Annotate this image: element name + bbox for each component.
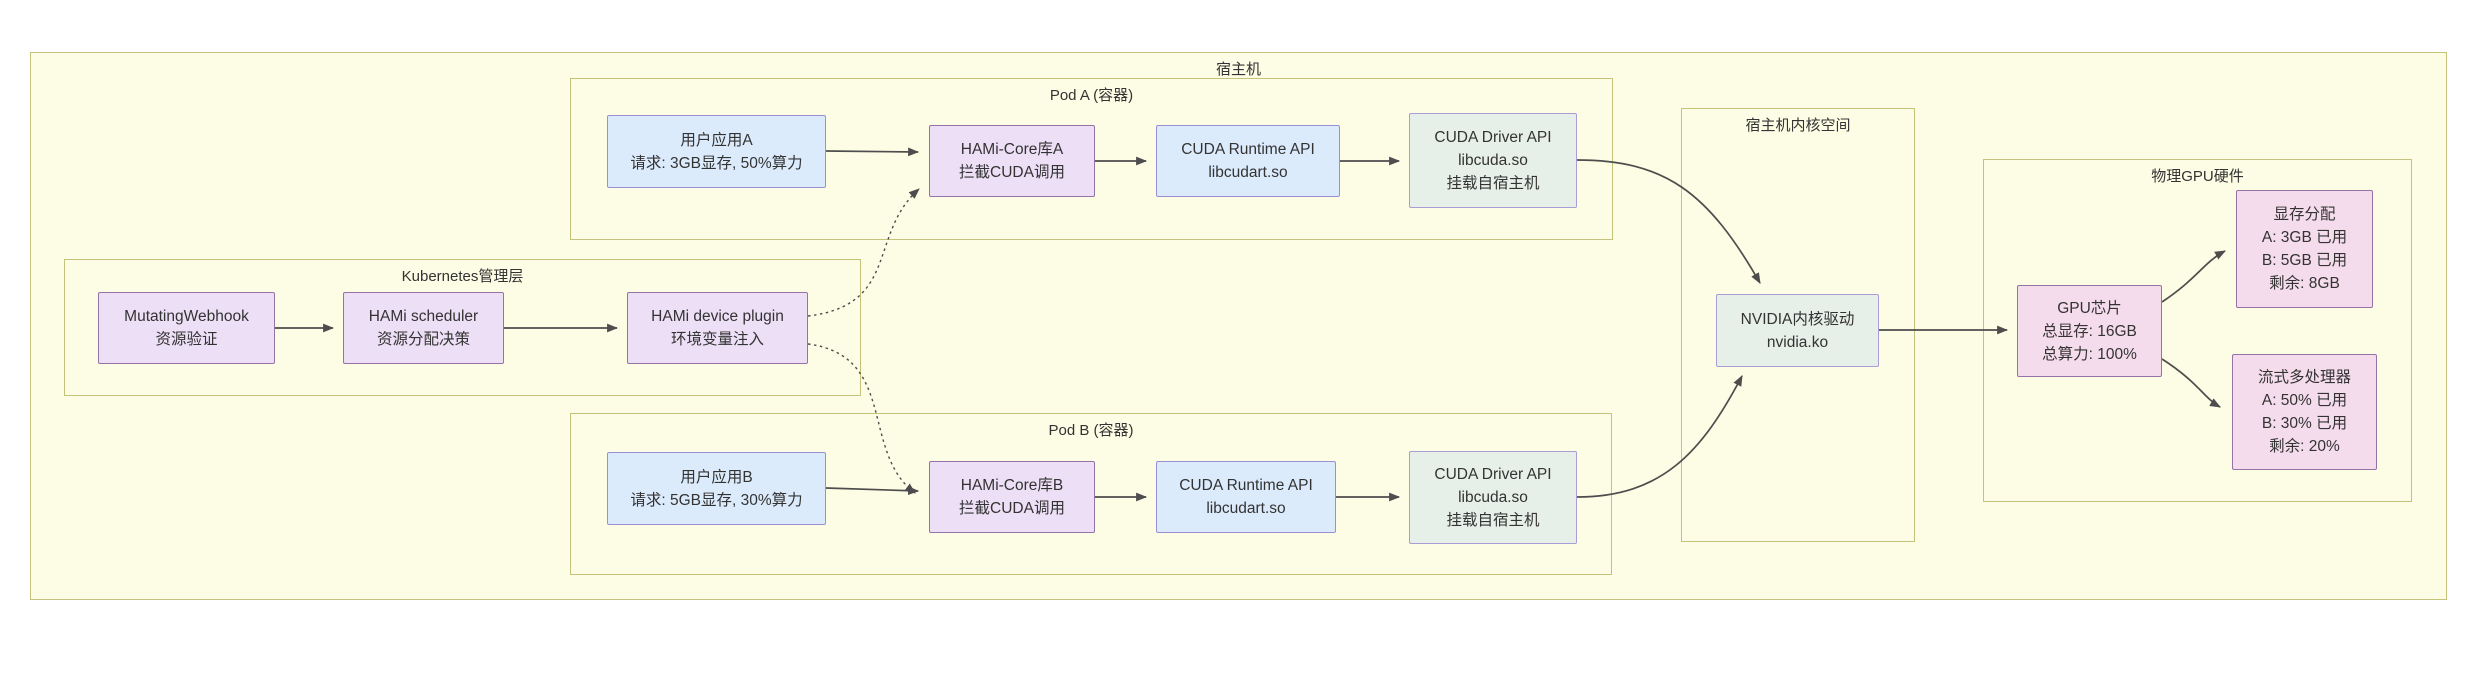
node-line: 挂载自宿主机 <box>1446 175 1540 192</box>
node-line: GPU芯片 <box>2057 299 2122 317</box>
node-cuda-runtime-a: CUDA Runtime API libcudart.so <box>1156 125 1340 197</box>
node-hami-core-a: HAMi-Core库A 拦截CUDA调用 <box>929 125 1095 197</box>
node-gpu-chip: GPU芯片 总显存: 16GB 总算力: 100% <box>2017 285 2162 377</box>
node-mem-alloc: 显存分配 A: 3GB 已用 B: 5GB 已用 剩余: 8GB <box>2236 190 2373 308</box>
node-mutating-webhook: MutatingWebhook 资源验证 <box>98 292 275 364</box>
node-line: 用户应用A <box>680 131 753 149</box>
node-line: 剩余: 20% <box>2269 438 2340 455</box>
node-line: A: 50% 已用 <box>2261 392 2348 409</box>
container-pod-b-label: Pod B (容器) <box>1048 422 1134 439</box>
node-line: CUDA Runtime API <box>1181 141 1315 158</box>
node-user-app-a: 用户应用A 请求: 3GB显存, 50%算力 <box>607 115 826 188</box>
node-line: A: 3GB 已用 <box>2261 229 2348 246</box>
node-line: 用户应用B <box>680 468 753 486</box>
node-line: libcuda.so <box>1458 489 1528 506</box>
node-line: 拦截CUDA调用 <box>959 164 1065 181</box>
node-line: 剩余: 8GB <box>2269 275 2340 292</box>
node-line: 环境变量注入 <box>670 331 764 348</box>
node-hami-core-b: HAMi-Core库B 拦截CUDA调用 <box>929 461 1095 533</box>
node-line: 流式多处理器 <box>2257 369 2351 386</box>
node-line: HAMi-Core库B <box>960 477 1064 494</box>
node-line: HAMi device plugin <box>651 308 784 325</box>
node-line: libcudart.so <box>1206 500 1286 517</box>
node-line: CUDA Driver API <box>1434 129 1552 146</box>
node-line: 请求: 3GB显存, 50%算力 <box>630 154 803 172</box>
node-line: 显存分配 <box>2273 206 2336 223</box>
node-line: 资源分配决策 <box>376 331 470 348</box>
node-line: 资源验证 <box>155 331 218 348</box>
node-line: HAMi-Core库A <box>960 141 1064 158</box>
node-cuda-runtime-b: CUDA Runtime API libcudart.so <box>1156 461 1336 533</box>
node-line: MutatingWebhook <box>124 308 249 325</box>
node-line: nvidia.ko <box>1766 333 1829 351</box>
container-host-label: 宿主机 <box>1215 61 1261 78</box>
node-line: 拦截CUDA调用 <box>959 500 1065 517</box>
node-line: B: 5GB 已用 <box>2261 252 2348 269</box>
node-cuda-driver-a: CUDA Driver API libcuda.so 挂载自宿主机 <box>1409 113 1577 208</box>
node-line: libcuda.so <box>1458 152 1528 169</box>
node-user-app-b: 用户应用B 请求: 5GB显存, 30%算力 <box>607 452 826 525</box>
node-line: B: 30% 已用 <box>2261 415 2348 432</box>
node-nvidia-driver: NVIDIA内核驱动 nvidia.ko <box>1716 294 1879 367</box>
node-hami-scheduler: HAMi scheduler 资源分配决策 <box>343 292 504 364</box>
node-line: CUDA Driver API <box>1434 466 1552 483</box>
node-cuda-driver-b: CUDA Driver API libcuda.so 挂载自宿主机 <box>1409 451 1577 544</box>
node-line: 请求: 5GB显存, 30%算力 <box>630 491 803 509</box>
container-pod-a-label: Pod A (容器) <box>1049 87 1134 104</box>
node-sm: 流式多处理器 A: 50% 已用 B: 30% 已用 剩余: 20% <box>2232 354 2377 470</box>
node-line: NVIDIA内核驱动 <box>1740 310 1855 328</box>
node-line: 挂载自宿主机 <box>1446 512 1540 529</box>
node-line: libcudart.so <box>1208 164 1288 181</box>
container-k8s-label: Kubernetes管理层 <box>401 268 524 285</box>
node-line: 总算力: 100% <box>2042 345 2137 363</box>
container-gpu-hw-label: 物理GPU硬件 <box>2151 168 2244 185</box>
node-line: 总显存: 16GB <box>2042 322 2137 340</box>
container-kernel-space-label: 宿主机内核空间 <box>1745 117 1851 134</box>
node-line: CUDA Runtime API <box>1179 477 1313 494</box>
node-hami-device-plugin: HAMi device plugin 环境变量注入 <box>627 292 808 364</box>
node-line: HAMi scheduler <box>368 308 479 325</box>
